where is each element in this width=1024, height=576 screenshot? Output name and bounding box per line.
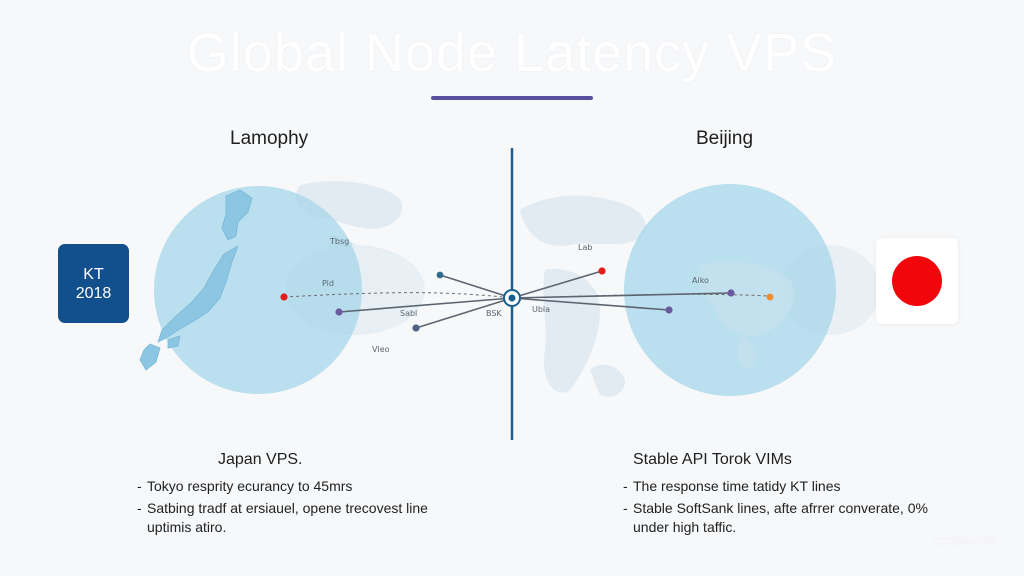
node-red-left bbox=[280, 293, 288, 301]
hub-icon bbox=[503, 289, 521, 307]
map-label-right-1: Lab bbox=[578, 243, 592, 252]
node-purple-far-right bbox=[727, 289, 735, 297]
right-section-title: Stable API Torok VIMs bbox=[633, 451, 792, 468]
node-slate-left bbox=[412, 324, 420, 332]
title-underline bbox=[431, 96, 593, 100]
left-bullet-list: -Tokyo resprity ecurancy to 45mrs -Satbi… bbox=[137, 477, 467, 540]
link-right-far bbox=[511, 292, 732, 299]
left-city-label: Lamophy bbox=[230, 128, 309, 149]
link-right-middle bbox=[511, 297, 670, 311]
left-section-title: Japan VPS. bbox=[218, 451, 303, 468]
kt-badge-line1: KT bbox=[83, 265, 104, 283]
watermark: ХЯЖЗАОЯЕ bbox=[933, 536, 996, 548]
map-label-left-2: Pid bbox=[322, 279, 334, 288]
node-red-right bbox=[598, 267, 606, 275]
node-teal-left bbox=[436, 271, 444, 279]
list-item: -Stable SoftSank lines, afte afrrer conv… bbox=[623, 500, 928, 535]
japan-map-shape bbox=[139, 189, 253, 371]
flag-sun bbox=[892, 256, 942, 306]
node-purple-right bbox=[665, 306, 673, 314]
connection-lines bbox=[338, 270, 732, 329]
list-item: -The response time tatidy KT lines bbox=[623, 478, 841, 494]
map-label-right-2: Aiko bbox=[692, 276, 709, 285]
right-city-label: Beijing bbox=[696, 128, 754, 149]
asia-map-shape bbox=[696, 261, 794, 369]
kt-badge: KT 2018 bbox=[58, 244, 129, 323]
node-orange-right bbox=[766, 293, 774, 301]
map-label-right-3: Ubla bbox=[532, 305, 550, 314]
link-left-lower bbox=[415, 297, 513, 329]
japan-flag-icon bbox=[876, 238, 958, 324]
link-left-middle bbox=[338, 297, 513, 313]
map-label-left-3: Sabl bbox=[400, 309, 417, 318]
list-item: -Tokyo resprity ecurancy to 45mrs bbox=[137, 478, 353, 494]
link-left-upper bbox=[439, 274, 513, 299]
list-item: -Satbing tradf at ersiauel, opene trecov… bbox=[137, 500, 428, 535]
left-region-circle bbox=[154, 186, 362, 394]
right-bullet-list: -The response time tatidy KT lines -Stab… bbox=[623, 477, 953, 540]
world-map-right bbox=[520, 195, 880, 397]
node-purple-left bbox=[335, 308, 343, 316]
kt-badge-line2: 2018 bbox=[75, 284, 112, 302]
hub-label: BSK bbox=[486, 309, 502, 318]
page-title: Global Node Latency VPS bbox=[186, 23, 838, 83]
map-label-left-4: Vleo bbox=[372, 345, 390, 354]
link-right-upper bbox=[511, 270, 603, 299]
map-label-left-1: Tbsg bbox=[329, 237, 349, 246]
